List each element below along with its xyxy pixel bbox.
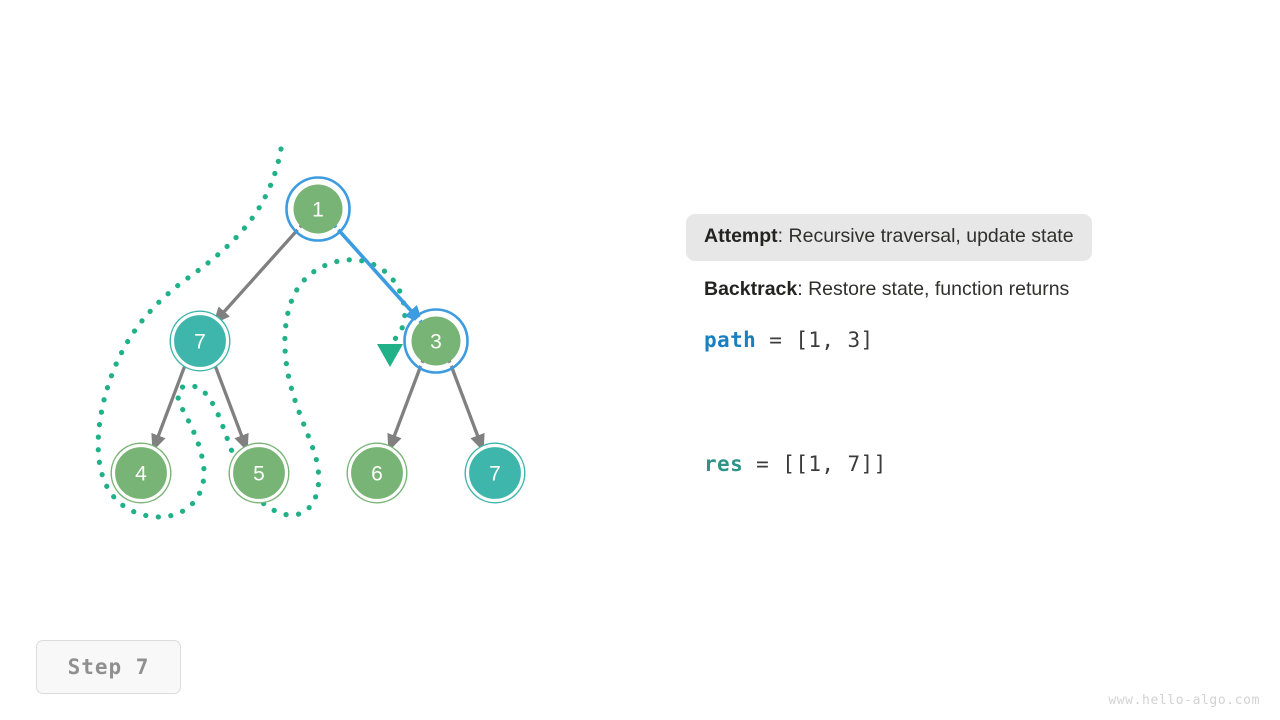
node-7r-inner-ring	[465, 443, 525, 503]
node-6-label: 6	[371, 463, 383, 486]
edge-1-to-7l	[212, 224, 303, 325]
node-5-body	[234, 448, 284, 498]
tree-edges	[151, 224, 485, 452]
attempt-separator: :	[777, 225, 789, 247]
node-7l-label: 7	[194, 331, 206, 354]
step-badge-label: Step 7	[67, 655, 150, 679]
backtrack-row: Backtrack: Restore state, function retur…	[686, 267, 1206, 314]
backtrack-line: Backtrack: Restore state, function retur…	[704, 278, 1188, 302]
edge-7l-to-5	[211, 359, 249, 452]
node-1-label: 1	[312, 199, 324, 222]
tree-node-6[interactable]: 6	[346, 442, 408, 504]
node-3-label: 3	[430, 331, 442, 354]
attempt-term: Attempt	[704, 225, 778, 247]
node-7l-body	[175, 316, 225, 366]
site-watermark: www.hello-algo.com	[1108, 693, 1260, 708]
info-panel: Attempt: Recursive traversal, update sta…	[686, 214, 1206, 476]
res-variable: res	[704, 451, 744, 476]
path-value: [1, 3]	[795, 327, 874, 352]
edge-1-to-3	[333, 224, 424, 325]
spacer	[686, 352, 1206, 412]
res-value: [[1, 7]]	[782, 451, 887, 476]
edge-3-to-7r	[447, 359, 485, 452]
tree-node-3[interactable]: 3	[403, 308, 469, 374]
node-3-body	[411, 316, 461, 366]
tree-node-4[interactable]: 4	[110, 442, 172, 504]
node-1-inner-ring	[288, 179, 348, 239]
trail-arrowhead	[377, 344, 403, 367]
path-variable: path	[704, 327, 757, 352]
node-1-body	[293, 184, 343, 234]
tree-node-1[interactable]: 1	[285, 176, 351, 242]
node-5-label: 5	[253, 463, 265, 486]
node-3-highlight-ring	[403, 308, 469, 374]
attempt-line: Attempt: Recursive traversal, update sta…	[704, 225, 1074, 249]
tree-nodes: 1 7 3 4 5	[110, 176, 526, 504]
node-1-highlight-ring	[285, 176, 351, 242]
backtrack-term: Backtrack	[704, 277, 798, 300]
res-assign: =	[743, 451, 783, 476]
node-5-inner-ring	[229, 443, 289, 503]
tree-node-7-left[interactable]: 7	[169, 310, 231, 372]
node-7r-body	[470, 448, 520, 498]
node-4-label: 4	[135, 463, 147, 486]
res-state-row: res = [[1, 7]]	[686, 452, 1206, 476]
node-6-inner-ring	[347, 443, 407, 503]
node-7l-inner-ring	[170, 311, 230, 371]
edge-3-to-6	[387, 359, 425, 452]
node-4-body	[116, 448, 166, 498]
step-badge[interactable]: Step 7	[36, 640, 181, 694]
edge-7l-to-4	[151, 359, 189, 452]
tree-node-7-right[interactable]: 7	[464, 442, 526, 504]
attempt-description: Recursive traversal, update state	[788, 225, 1074, 247]
tree-node-5[interactable]: 5	[228, 442, 290, 504]
backtrack-separator: :	[797, 277, 809, 300]
node-7r-label: 7	[489, 463, 501, 486]
path-state-row: path = [1, 3]	[686, 328, 1206, 352]
traversal-trail	[95, 146, 408, 520]
node-4-inner-ring	[111, 443, 171, 503]
tree-diagram: 1 7 3 4 5	[95, 146, 526, 520]
backtrack-description: Restore state, function returns	[808, 277, 1070, 300]
node-6-body	[352, 448, 402, 498]
node-3-inner-ring	[406, 311, 466, 371]
path-assign: =	[756, 327, 796, 352]
attempt-row: Attempt: Recursive traversal, update sta…	[686, 214, 1092, 261]
